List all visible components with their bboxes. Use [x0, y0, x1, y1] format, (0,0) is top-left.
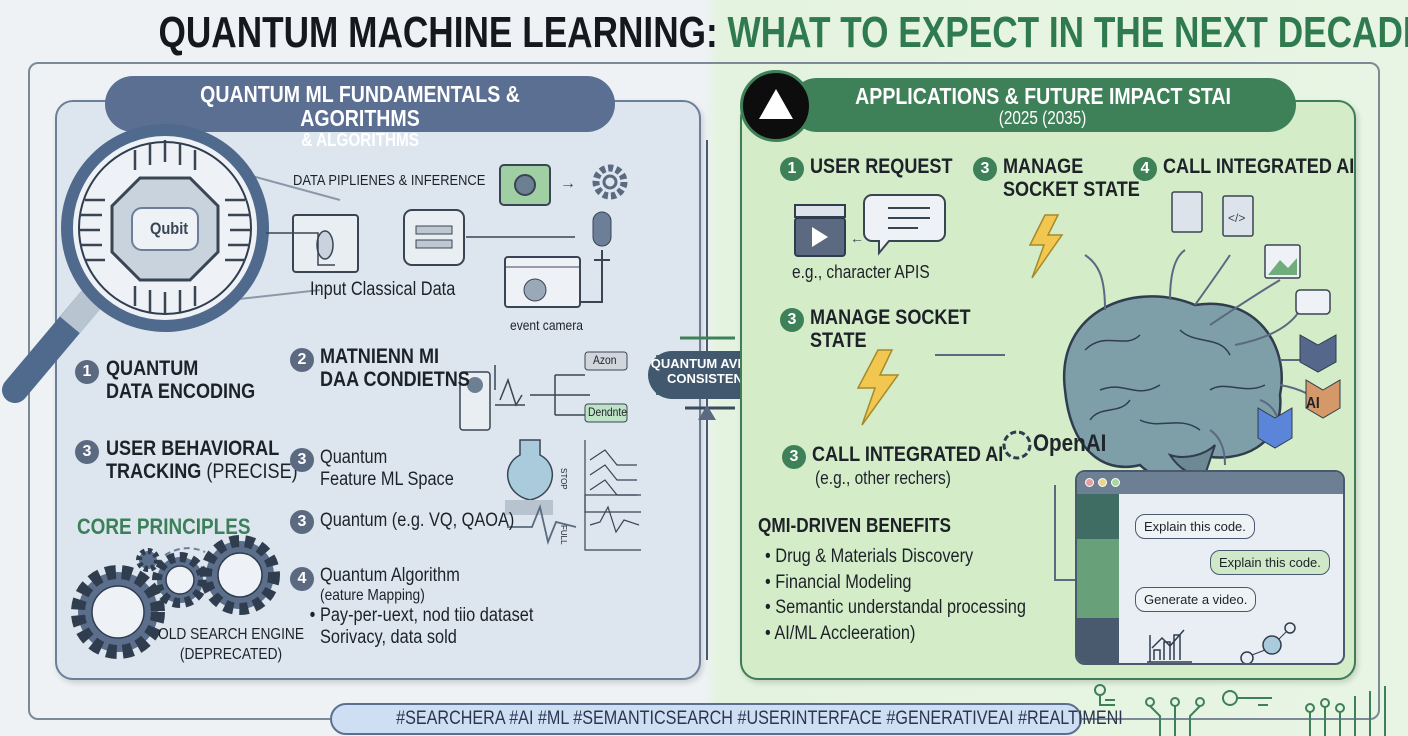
logo-triangle-icon — [740, 70, 812, 142]
fundamentals-header: QUANTUM ML FUNDAMENTALS & AGORITHMS & AL… — [105, 76, 615, 149]
lightning-icon — [856, 349, 900, 426]
microphone-icon — [592, 211, 612, 247]
benefits-heading: QMI-DRIVEN BENEFITS — [758, 515, 952, 537]
benefit-item: • Semantic understandal processing — [765, 597, 1026, 618]
chat-bubble-icon — [863, 194, 946, 256]
network-hex-icon — [1257, 407, 1293, 449]
page-title: QUANTUM MACHINE LEARNING: WHAT TO EXPECT… — [0, 8, 1408, 58]
axon-box — [584, 351, 628, 371]
gears-icon — [71, 535, 280, 659]
right-illustrations: ← </> — [794, 191, 1341, 581]
item-vq-qaoa: Quantum (e.g. VQ, QAOA) — [320, 510, 515, 531]
header-line1: APPLICATIONS & FUTURE IMPACT STAI — [855, 83, 1231, 109]
center-connector — [680, 140, 735, 660]
old-search-engine-label: OLD SEARCH ENGINE(DEPRECATED) — [158, 626, 305, 663]
pipeline-label: DATA PIPLIENES & INFERENCE — [293, 172, 486, 189]
step-badge: 3 — [75, 440, 99, 464]
anthropic-hex-icon — [1305, 379, 1341, 419]
step-badge: 4 — [290, 567, 314, 591]
openai-logo-icon — [1002, 430, 1032, 460]
user-request-example: e.g., character APIS — [792, 262, 930, 282]
header-line1: QUANTUM ML FUNDAMENTALS & AGORITHMS — [200, 81, 520, 132]
circuit-decoration — [1094, 684, 1386, 736]
step-call-ai-2: CALL INTEGRATED AI — [812, 443, 1004, 466]
openai-hex-icon — [1299, 334, 1337, 373]
step-user-request: USER REQUEST — [810, 155, 953, 178]
openai-label: OpenAI — [1033, 430, 1107, 457]
processor-icon — [403, 209, 465, 266]
axon-label: Azon — [593, 353, 617, 367]
input-label: Input Classical Data — [310, 279, 456, 300]
chat-message: Generate a video. — [1135, 587, 1257, 612]
core-principles-heading: CORE PRINCIPLES — [77, 514, 251, 539]
item-quantum-algorithm: Quantum Algorithm (eature Mapping) • Pay… — [309, 565, 534, 648]
chat-message: Explain this code. — [1135, 514, 1255, 539]
gear-icon — [592, 164, 628, 200]
messages-icon — [1295, 289, 1331, 315]
camera-label: event camera — [510, 317, 583, 333]
step-badge: 3 — [290, 448, 314, 472]
svg-text:</>: </> — [1228, 211, 1245, 225]
chat-message: Explain this code. — [1210, 550, 1330, 575]
synapse-icon — [506, 439, 554, 501]
step-call-ai: CALL INTEGRATED AI — [1163, 155, 1355, 178]
anthropic-label: AI — [1306, 395, 1320, 412]
benefit-item: • AI/ML Accleeration) — [765, 622, 916, 644]
step-badge: 3 — [973, 157, 997, 181]
step-badge: 1 — [75, 360, 99, 384]
full-graph-label: FULL — [559, 525, 568, 545]
step-badge: 1 — [780, 157, 804, 181]
dendrite-label: Dendnte — [588, 405, 628, 419]
document-icon — [1171, 191, 1203, 233]
chart-and-network-icon — [1147, 622, 1296, 663]
lightning-icon — [1028, 214, 1064, 279]
header-line2: (2025 (2035) — [999, 107, 1087, 128]
header-line2: & ALGORITHMS — [301, 129, 419, 150]
stop-graph-label: STOP — [559, 468, 568, 490]
chat-titlebar — [1077, 472, 1343, 494]
svg-text:←: ← — [850, 230, 864, 246]
step-badge: 3 — [780, 308, 804, 332]
applications-header: APPLICATIONS & FUTURE IMPACT STAI (2025 … — [790, 78, 1296, 132]
brain-icon — [1062, 295, 1283, 477]
step-badge: 3 — [290, 510, 314, 534]
hashtags-bar: #SEARCHERA #AI #ML #SEMANTICSEARCH #USER… — [330, 703, 1123, 735]
step-badge: 3 — [782, 445, 806, 469]
full-graph — [584, 494, 641, 551]
dendrite-box — [584, 403, 628, 423]
chat-window: Explain this code. Explain this code. Ge… — [1075, 470, 1345, 665]
benefits-list: • Drug & Materials Discovery • Financial… — [765, 544, 1026, 646]
call-ai-example: (e.g., other rechers) — [815, 468, 951, 488]
step-badge: 4 — [1133, 157, 1157, 181]
chat-sidebar — [1077, 494, 1119, 663]
title-part2: WHAT TO EXPECT IN THE NEXT DECADE — [727, 8, 1408, 57]
magnifier-icon — [2, 124, 341, 403]
qubit-label: Qubit — [150, 219, 189, 238]
stop-graph — [584, 440, 641, 513]
benefit-item: • Financial Modeling — [765, 571, 912, 593]
step-badge: 2 — [290, 348, 314, 372]
code-file-icon — [1222, 195, 1254, 237]
waveform-icon — [507, 503, 577, 546]
left-illustrations: → — [2, 124, 641, 659]
title-part1: QUANTUM MACHINE LEARNING: — [158, 8, 718, 57]
svg-text:→: → — [560, 175, 576, 192]
benefit-item: • Drug & Materials Discovery — [765, 546, 974, 567]
